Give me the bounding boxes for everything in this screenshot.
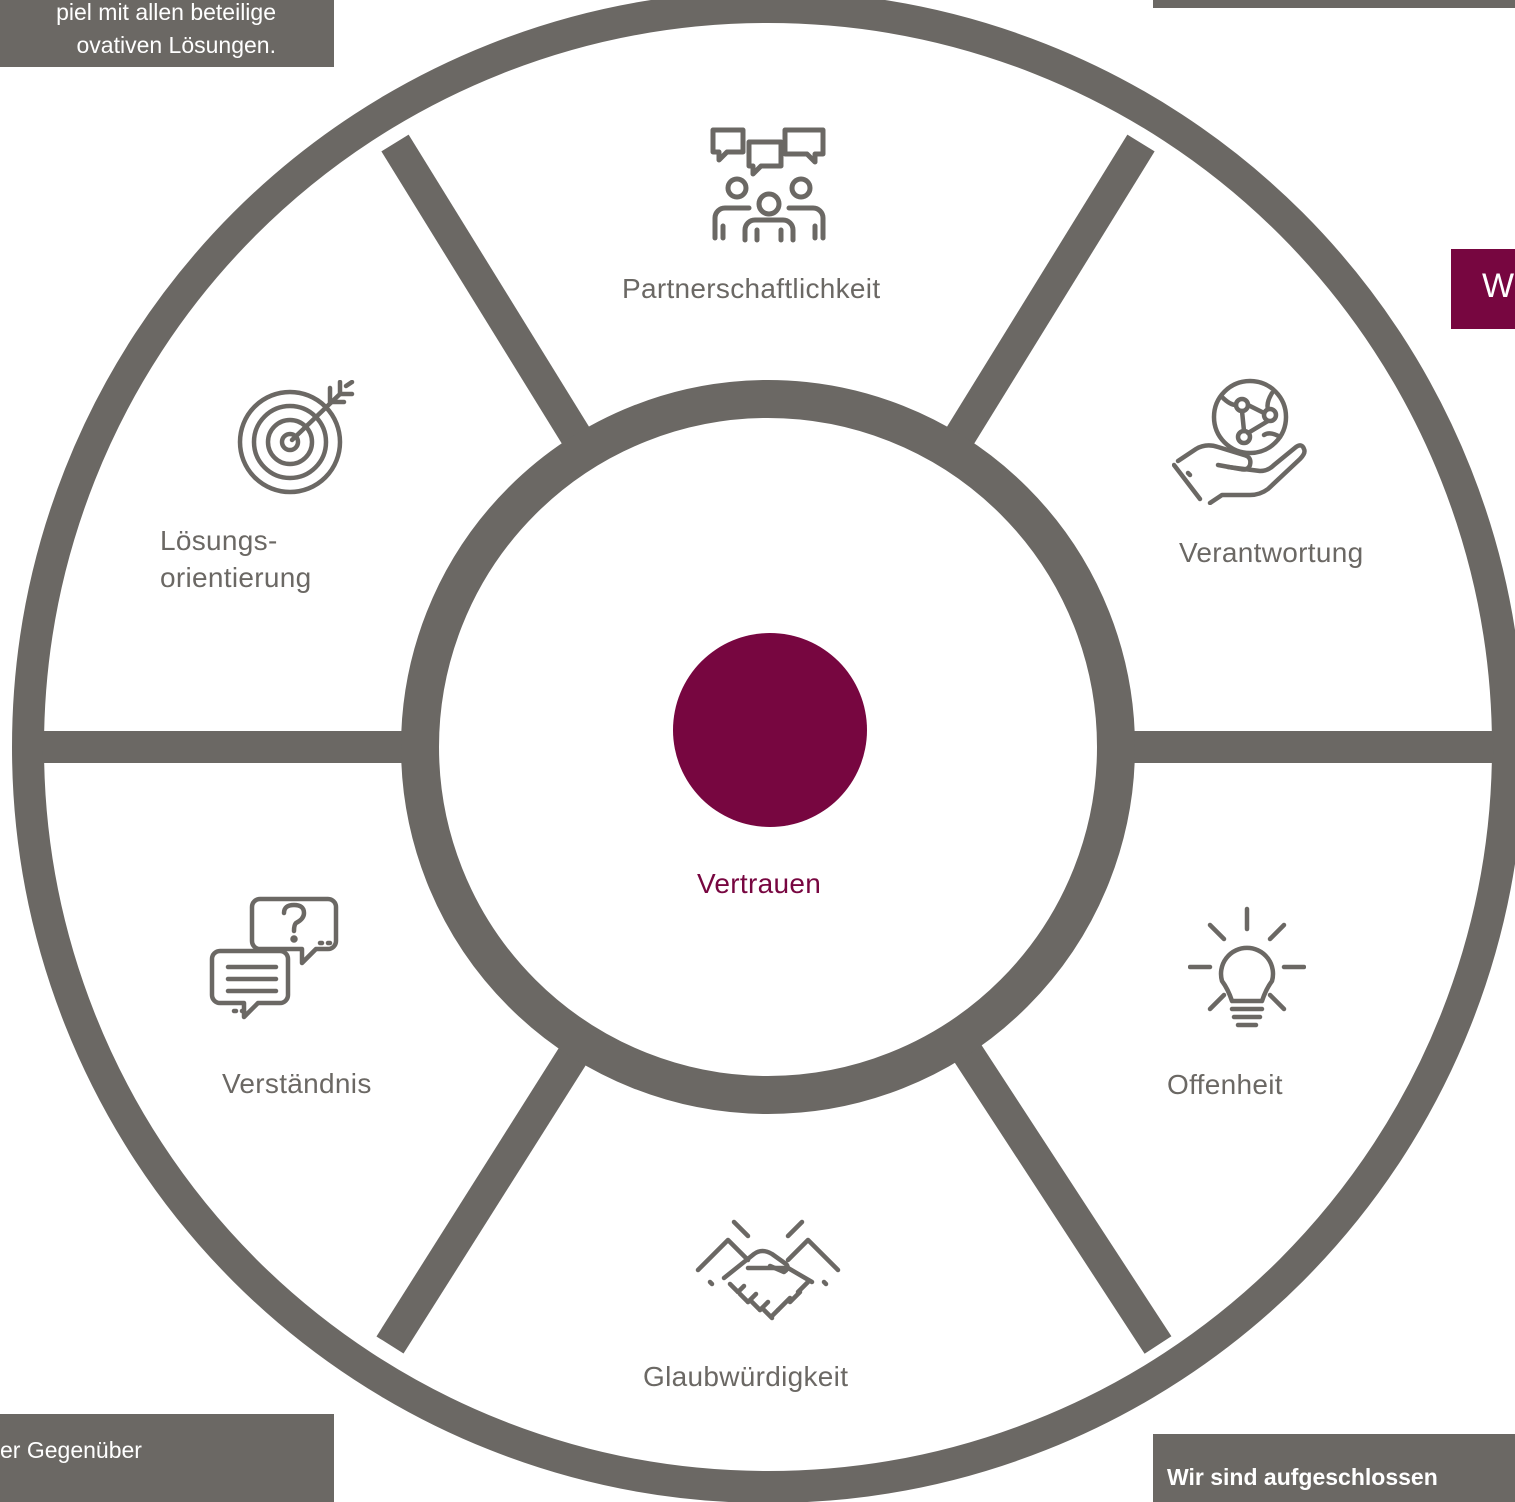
- segment-label-loesungsorientierung-line2: orientierung: [160, 562, 312, 593]
- segment-label-verantwortung: Verantwortung: [1179, 537, 1364, 568]
- speech-bubbles-question-icon: [208, 893, 340, 1023]
- tooltip-top-left-line2: ovativen Lösungen.: [76, 32, 277, 58]
- segment-label-glaubwuerdigkeit: Glaubwürdigkeit: [643, 1361, 849, 1392]
- accent-tab-text: W: [1482, 267, 1515, 305]
- segment-label-offenheit: Offenheit: [1167, 1069, 1283, 1100]
- tooltip-top-right: [1153, 0, 1515, 8]
- tooltip-top-left: piel mit allen beteilige ovativen Lösung…: [0, 0, 334, 67]
- segment-label-loesungsorientierung-line1: Lösungs-: [160, 525, 278, 556]
- tooltip-bottom-right-text: Wir sind aufgeschlossen: [1167, 1464, 1438, 1490]
- center-dot: [673, 633, 867, 827]
- tooltip-bottom-left-text: er Gegenüber: [0, 1437, 142, 1463]
- segment-label-loesungsorientierung: Lösungs- orientierung: [160, 522, 311, 596]
- people-chat-icon: [705, 122, 833, 247]
- lightbulb-icon: [1188, 905, 1306, 1035]
- center-label: Vertrauen: [697, 868, 822, 899]
- segment-label-partnerschaftlichkeit: Partnerschaftlichkeit: [622, 273, 881, 304]
- hand-globe-icon: [1172, 375, 1307, 505]
- segment-label-verstaendnis: Verständnis: [222, 1068, 372, 1099]
- tooltip-bottom-left: er Gegenüber: [0, 1414, 334, 1502]
- target-arrow-icon: [236, 380, 360, 496]
- accent-tab[interactable]: W: [1451, 249, 1515, 329]
- tooltip-bottom-right: Wir sind aufgeschlossen: [1153, 1434, 1515, 1502]
- tooltip-top-left-line1: piel mit allen beteilige: [56, 0, 276, 25]
- outer-ring: [12, 0, 1515, 1502]
- handshake-icon: [694, 1218, 842, 1324]
